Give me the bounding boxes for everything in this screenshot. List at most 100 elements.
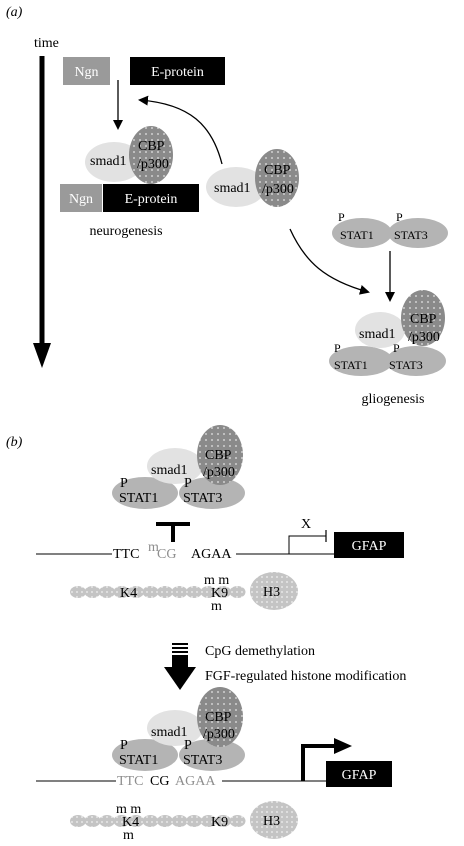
time-arrow (33, 56, 51, 368)
histone-tail-bead (215, 815, 231, 827)
arrow-to-glio (289, 228, 370, 295)
histone-tail-bead (171, 815, 188, 827)
seq-agaa: AGAA (191, 547, 232, 562)
ngn-box-bottom: Ngn (60, 184, 102, 212)
b-top-cbp: CBP (205, 448, 232, 463)
svg-text:E-protein: E-protein (151, 65, 204, 80)
e-protein-box-top: E-protein (130, 57, 225, 85)
nucleosome-row-top (70, 586, 246, 598)
glio-stat1-p: P (334, 341, 341, 355)
svg-text:Ngn: Ngn (69, 192, 93, 207)
b-bot-stat1: STAT1 (119, 753, 158, 768)
gliogenesis-label: gliogenesis (362, 392, 425, 407)
step-cpg-demethylation: CpG demethylation (205, 644, 315, 659)
stat1-label: STAT1 (340, 228, 374, 242)
k4-mm-bottom: m m (116, 802, 141, 817)
histone-tail-bead (186, 815, 202, 827)
b-top-p300: /p300 (203, 465, 235, 480)
process-arrow (164, 643, 196, 690)
histone-h3-bottom: H3 (250, 801, 298, 839)
gfap-box-top: GFAP (334, 532, 404, 558)
seq2-ttc: TTC (117, 774, 143, 789)
free-complex: smad1 CBP /p300 (206, 149, 299, 207)
histone-tail-bead (171, 586, 188, 598)
b-bot-stat3: STAT3 (183, 753, 222, 768)
neuro-cbp: CBP (138, 139, 165, 154)
histone-tail-bead (128, 815, 144, 827)
histone-tail-bead (157, 815, 173, 827)
gfap-box-bottom: GFAP (326, 761, 392, 787)
histone-tail-bead (142, 815, 159, 827)
b-bot-p300: /p300 (203, 727, 235, 742)
histone-tail-bead (84, 815, 101, 827)
b-complex-top: CBP /p300 smad1 P P STAT1 STAT3 (112, 425, 245, 509)
free-p300: /p300 (262, 182, 294, 197)
e-protein-box-bottom: E-protein (103, 184, 199, 212)
neuro-smad1: smad1 (90, 154, 127, 169)
histone-tail-bead (200, 586, 217, 598)
b-complex-bottom: CBP /p300 smad1 P P STAT1 STAT3 (112, 687, 245, 771)
stat3-p: P (396, 210, 403, 224)
blocked-transcription: X (288, 517, 327, 554)
time-label: time (34, 36, 59, 51)
seq-m: m (148, 540, 159, 555)
histone-tail-bead (200, 815, 217, 827)
histone-tail-bead (70, 815, 86, 827)
histone-tail-bead (229, 586, 246, 598)
histone-tail-bead (215, 586, 231, 598)
k9-mm-top: m m (204, 573, 229, 588)
histone-tail-bead (229, 815, 246, 827)
free-cbp: CBP (264, 163, 291, 178)
histone-tail-bead (70, 586, 86, 598)
b-bot-stat1-p: P (120, 738, 128, 753)
step-fgf-histone: FGF-regulated histone modification (205, 669, 406, 684)
glio-stat3-p: P (393, 341, 400, 355)
stat-pair-top: P P STAT1 STAT3 (332, 210, 448, 248)
b-bot-smad1: smad1 (151, 725, 188, 740)
b-top-stat3-p: P (184, 476, 192, 491)
histone-tail-bead (128, 586, 144, 598)
svg-text:E-protein: E-protein (125, 192, 178, 207)
neuro-complex: smad1 CBP /p300 (85, 126, 173, 184)
histone-tail-bead (157, 586, 173, 598)
neuro-p300: /p300 (137, 157, 169, 172)
histone-tail-bead (113, 586, 130, 598)
glio-stat3: STAT3 (389, 358, 423, 372)
k4-label-top: K4 (120, 586, 137, 601)
histone-tail-bead (99, 586, 115, 598)
stat3-label: STAT3 (394, 228, 428, 242)
b-top-stat1: STAT1 (119, 491, 158, 506)
glio-smad1: smad1 (359, 327, 396, 342)
glio-cbp: CBP (410, 312, 437, 327)
histone-h3-top: H3 (250, 572, 298, 610)
glio-p300: /p300 (408, 330, 440, 345)
panel-a-label: (a) (6, 5, 23, 20)
svg-text:H3: H3 (263, 585, 280, 600)
b-top-stat3: STAT3 (183, 491, 222, 506)
b-bot-stat3-p: P (184, 738, 192, 753)
arrow-to-e-protein (138, 95, 223, 165)
k9-label-top: K9 (211, 586, 228, 601)
nucleosome-row-bottom (70, 815, 246, 827)
histone-tail-bead (142, 586, 159, 598)
seq-cg: CG (157, 547, 176, 562)
glio-complex: CBP /p300 smad1 P P STAT1 STAT3 (329, 290, 446, 376)
histone-tail-bead (186, 586, 202, 598)
free-smad1: smad1 (214, 181, 251, 196)
b-top-stat1-p: P (120, 476, 128, 491)
ngn-box-top: Ngn (63, 57, 110, 85)
histone-tail-bead (113, 815, 130, 827)
stat1-p: P (338, 210, 345, 224)
svg-text:GFAP: GFAP (342, 768, 377, 783)
seq2-cg: CG (150, 774, 169, 789)
svg-text:Ngn: Ngn (74, 65, 98, 80)
panel-b-label: (b) (6, 435, 23, 450)
histone-tail-bead (84, 586, 101, 598)
seq2-agaa: AGAA (175, 774, 216, 789)
svg-text:GFAP: GFAP (352, 539, 387, 554)
k9-label-bottom: K9 (211, 815, 228, 830)
glio-stat1: STAT1 (334, 358, 368, 372)
svg-text:H3: H3 (263, 814, 280, 829)
b-bot-cbp: CBP (205, 710, 232, 725)
histone-tail-bead (99, 815, 115, 827)
